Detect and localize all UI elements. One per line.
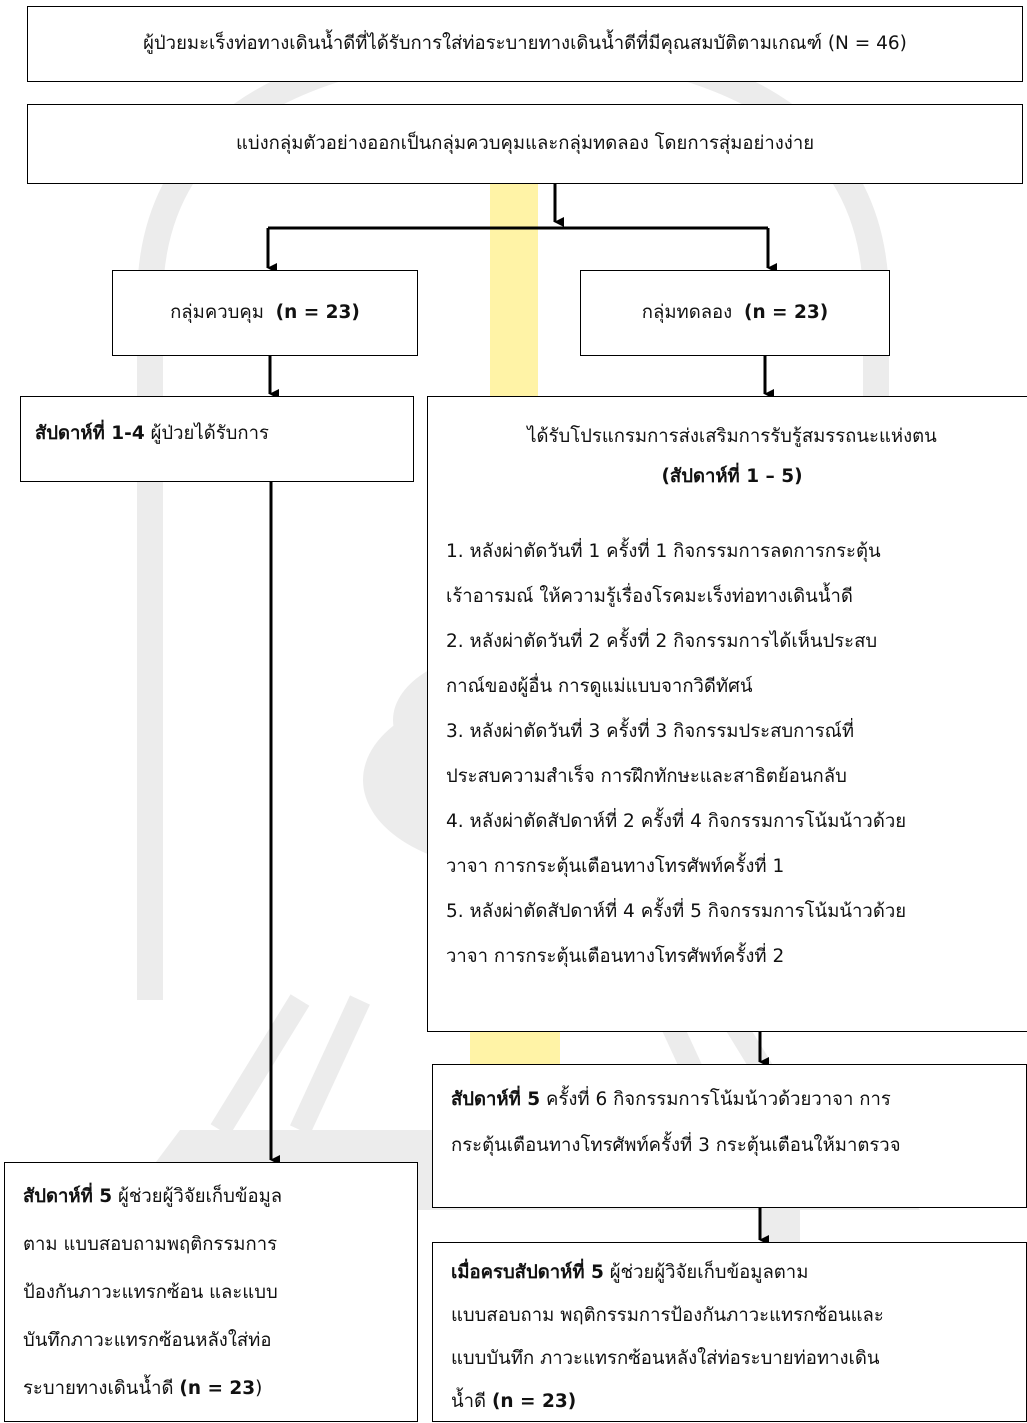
program-subtitle: (สัปดาห์ที่ 1 – 5) [661, 466, 803, 487]
control-followup-line3: ป้องกันภาวะแทรกซ้อน และแบบ [23, 1282, 278, 1303]
program-activity-line: วาจา การกระตุ้นเตือนทางโทรศัพท์ครั้งที่ … [446, 946, 785, 967]
program-activity-line: ประสบความสำเร็จ การฝึกทักษะและสาธิตย้อนก… [446, 766, 847, 787]
program-activity-line: 2. หลังผ่าตัดวันที่ 2 ครั้งที่ 2 กิจกรรม… [446, 631, 878, 652]
experimental-group-label: กลุ่มทดลอง [641, 302, 733, 323]
week5-session-box: สัปดาห์ที่ 5 ครั้งที่ 6 กิจกรรมการโน้มน้… [432, 1064, 1027, 1208]
program-activity-line: กาณ์ของผู้อื่น การดูแม่แบบจากวิดีทัศน์ [446, 676, 753, 697]
control-usual-care-box: สัปดาห์ที่ 1-4 ผู้ป่วยได้รับการ [20, 396, 414, 482]
control-care-week: สัปดาห์ที่ 1-4 [35, 423, 145, 444]
control-followup-box: สัปดาห์ที่ 5 ผู้ช่วยผู้วิจัยเก็บข้อมูล ต… [4, 1162, 418, 1422]
control-followup-line1: ผู้ช่วยผู้วิจัยเก็บข้อมูล [112, 1186, 283, 1207]
experimental-followup-n: (n = 23) [491, 1391, 577, 1412]
program-activity-line: 3. หลังผ่าตัดวันที่ 3 ครั้งที่ 3 กิจกรรม… [446, 721, 855, 742]
experimental-followup-line2: แบบสอบถาม พฤติกรรมการป้องกันภาวะแทรกซ้อน… [451, 1305, 884, 1326]
experimental-followup-line4: น้ำดี [451, 1391, 492, 1412]
program-activity-line: วาจา การกระตุ้นเตือนทางโทรศัพท์ครั้งที่ … [446, 856, 785, 877]
control-followup-close: ) [255, 1378, 263, 1399]
experimental-followup-line3: แบบบันทึก ภาวะแทรกซ้อนหลังใส่ท่อระบายท่อ… [451, 1348, 880, 1369]
program-activity-line: เร้าอารมณ์ ให้ความรู้เรื่องโรคมะเร็งท่อท… [446, 586, 853, 607]
control-care-text: ผู้ป่วยได้รับการ [144, 423, 269, 444]
allocation-text: แบ่งกลุ่มตัวอย่างออกเป็นกลุ่มควบคุมและกล… [235, 133, 815, 154]
control-followup-n: (n = 23 [179, 1378, 256, 1399]
program-title: ได้รับโปรแกรมการส่งเสริมการรับรู้สมรรถนะ… [527, 426, 937, 447]
week5-session-line1: ครั้งที่ 6 กิจกรรมการโน้มน้าวด้วยวาจา กา… [540, 1089, 891, 1110]
experimental-followup-week: เมื่อครบสัปดาห์ที่ 5 [451, 1262, 604, 1283]
experimental-followup-box: เมื่อครบสัปดาห์ที่ 5 ผู้ช่วยผู้วิจัยเก็บ… [432, 1242, 1027, 1422]
week5-session-week: สัปดาห์ที่ 5 [451, 1089, 541, 1110]
experimental-group-box: กลุ่มทดลอง (n = 23) [580, 270, 890, 356]
control-followup-line4: บันทึกภาวะแทรกซ้อนหลังใส่ท่อ [23, 1330, 272, 1351]
week5-session-line2: กระตุ้นเตือนทางโทรศัพท์ครั้งที่ 3 กระตุ้… [451, 1135, 901, 1156]
allocation-box: แบ่งกลุ่มตัวอย่างออกเป็นกลุ่มควบคุมและกล… [27, 104, 1023, 184]
program-activity-line: 1. หลังผ่าตัดวันที่ 1 ครั้งที่ 1 กิจกรรม… [446, 541, 881, 562]
experimental-group-n: (n = 23) [743, 302, 829, 323]
program-activity-line: 4. หลังผ่าตัดสัปดาห์ที่ 2 ครั้งที่ 4 กิจ… [446, 811, 907, 832]
program-activity-line: 5. หลังผ่าตัดสัปดาห์ที่ 4 ครั้งที่ 5 กิจ… [446, 901, 907, 922]
control-followup-line5: ระบายทางเดินน้ำดี [23, 1378, 180, 1399]
eligible-patients-text: ผู้ป่วยมะเร็งท่อทางเดินน้ำดีที่ได้รับการ… [143, 33, 907, 54]
self-efficacy-program-box: ได้รับโปรแกรมการส่งเสริมการรับรู้สมรรถนะ… [427, 396, 1027, 1032]
program-activities-list: 1. หลังผ่าตัดวันที่ 1 ครั้งที่ 1 กิจกรรม… [446, 529, 1018, 979]
control-group-n: (n = 23) [275, 302, 360, 323]
control-followup-line2: ตาม แบบสอบถามพฤติกรรมการ [23, 1234, 278, 1255]
experimental-followup-line1: ผู้ช่วยผู้วิจัยเก็บข้อมูลตาม [603, 1262, 809, 1283]
eligible-patients-box: ผู้ป่วยมะเร็งท่อทางเดินน้ำดีที่ได้รับการ… [27, 6, 1023, 82]
control-followup-week: สัปดาห์ที่ 5 [23, 1186, 113, 1207]
control-group-box: กลุ่มควบคุม (n = 23) [112, 270, 418, 356]
control-group-label: กลุ่มควบคุม [170, 302, 264, 323]
